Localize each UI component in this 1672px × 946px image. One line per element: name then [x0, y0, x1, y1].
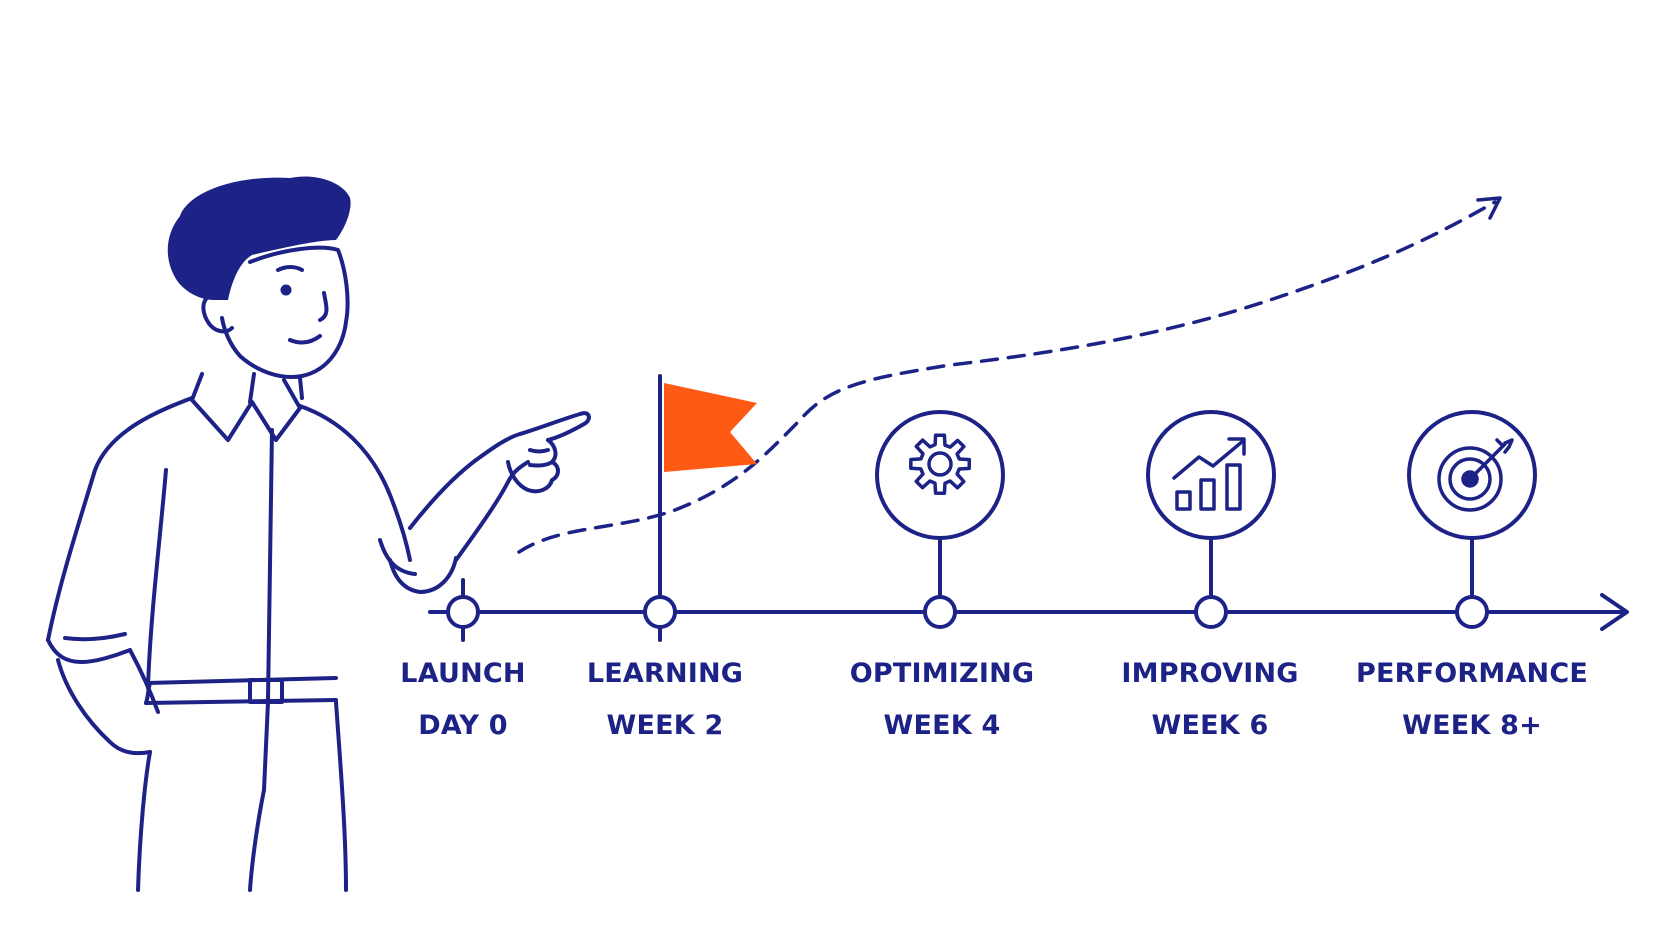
improving-node [1146, 410, 1276, 629]
milestone-label-improving: IMPROVING WEEK 6 [1090, 648, 1330, 752]
stage-time: WEEK 8+ [1402, 710, 1542, 741]
milestone-label-learning: LEARNING WEEK 2 [545, 648, 785, 752]
milestone-label-performance: PERFORMANCE WEEK 8+ [1352, 648, 1592, 752]
stage-time: WEEK 4 [883, 710, 1001, 741]
stage-name: OPTIMIZING [849, 658, 1035, 689]
stage-time: WEEK 2 [606, 710, 724, 741]
gear-icon [909, 433, 972, 495]
optimizing-node [875, 410, 1005, 629]
stage-name: PERFORMANCE [1355, 658, 1589, 689]
launch-node [446, 578, 480, 642]
man-figure [46, 176, 591, 892]
stage-name: LEARNING [586, 658, 744, 689]
trend-arrow [517, 196, 1502, 554]
stage-time: DAY 0 [418, 710, 508, 741]
stage-name: IMPROVING [1121, 658, 1299, 689]
stage-name: LAUNCH [400, 658, 526, 689]
learning-flag [643, 374, 757, 642]
timeline-axis [428, 593, 1629, 631]
hair [167, 176, 351, 300]
milestone-label-optimizing: OPTIMIZING WEEK 4 [822, 648, 1062, 752]
flag-icon [664, 383, 757, 472]
performance-node [1407, 410, 1537, 629]
target-arrow-icon [1437, 438, 1514, 512]
stage-time: WEEK 6 [1151, 710, 1269, 741]
bar-chart-trend-icon [1172, 437, 1246, 511]
milestone-label-launch: LAUNCH DAY 0 [343, 648, 583, 752]
